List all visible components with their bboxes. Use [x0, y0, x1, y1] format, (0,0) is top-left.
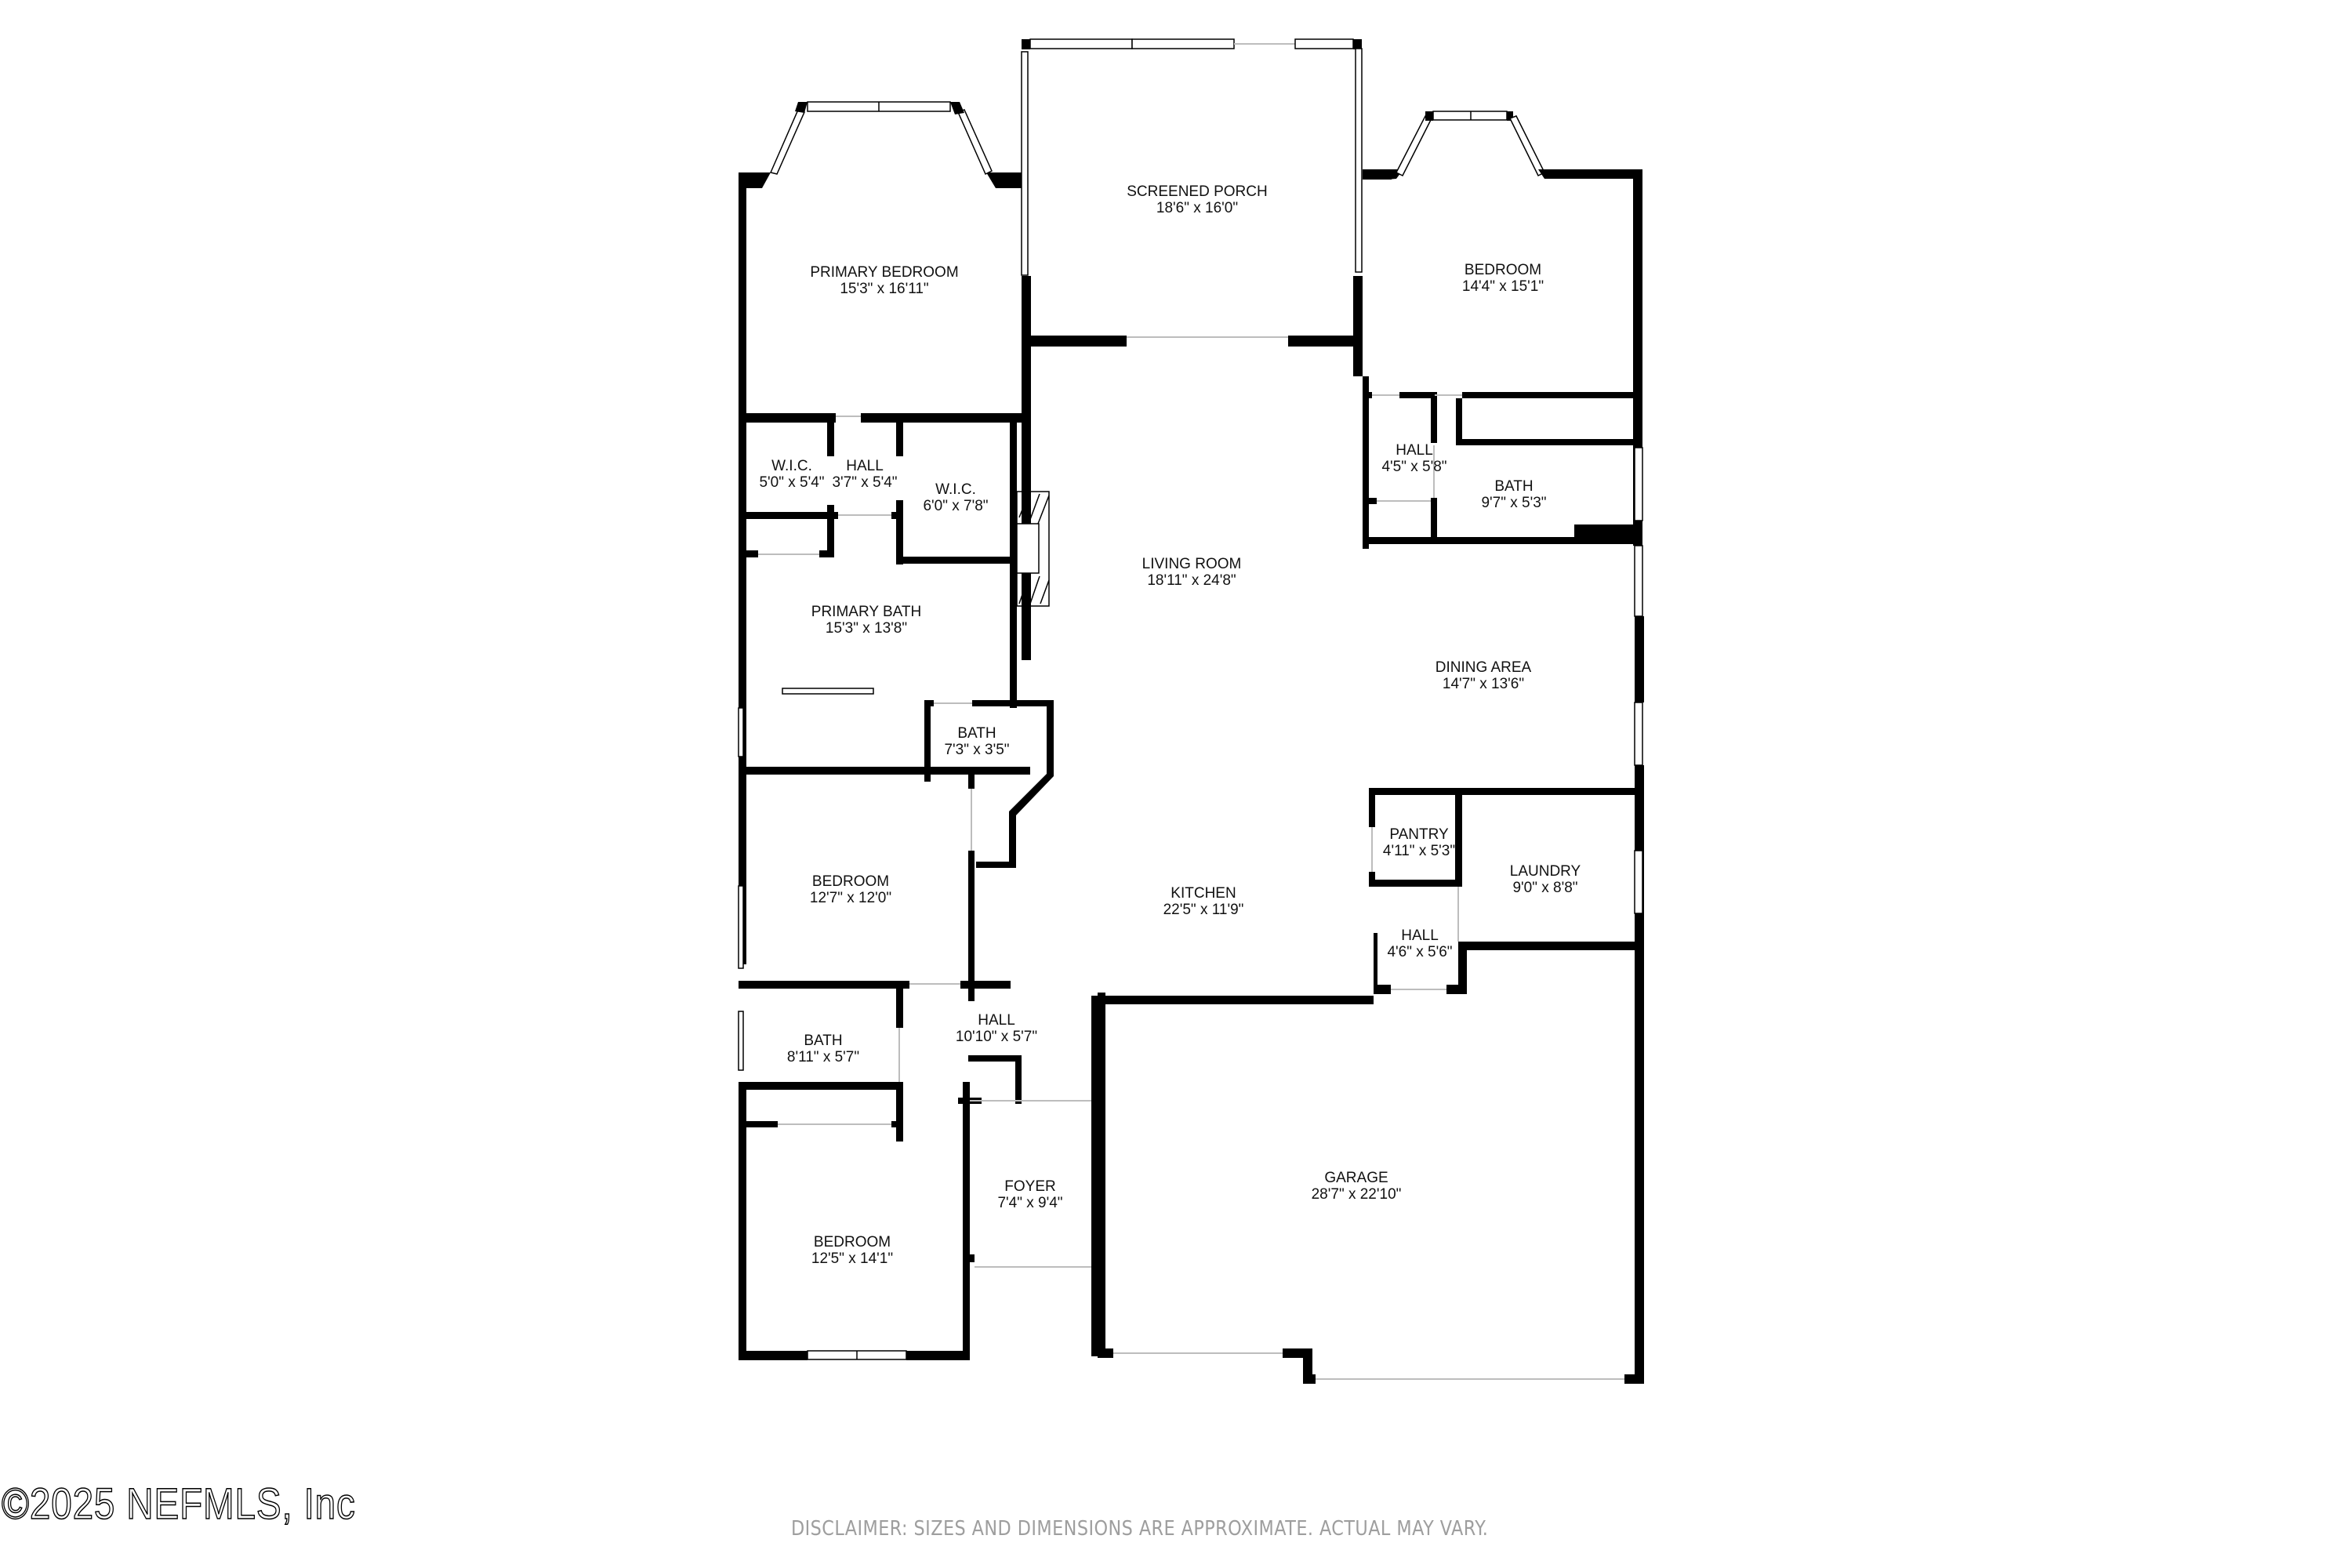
- room-dimensions: 4'5" x 5'8": [1381, 459, 1446, 475]
- room-dimensions: 9'7" x 5'3": [1481, 495, 1546, 511]
- room-name: BEDROOM: [1465, 262, 1541, 278]
- room-name: PRIMARY BEDROOM: [810, 264, 958, 281]
- room-dimensions: 9'0" x 8'8": [1512, 880, 1577, 896]
- room-dimensions: 3'7" x 5'4": [832, 474, 897, 491]
- foyer-hall-walls: [958, 996, 1374, 1356]
- room-dimensions: 18'6" x 16'0": [1156, 200, 1238, 216]
- room-dimensions: 14'4" x 15'1": [1462, 278, 1544, 295]
- room-dimensions: 8'11" x 5'7": [787, 1049, 859, 1065]
- room-name: W.I.C.: [771, 458, 812, 474]
- fireplace: [1016, 491, 1050, 607]
- room-dimensions: 15'3" x 16'11": [840, 281, 928, 297]
- room-dimensions: 5'0" x 5'4": [759, 474, 824, 491]
- dining-walls: [1634, 545, 1644, 1377]
- room-name: SCREENED PORCH: [1127, 183, 1267, 200]
- garage-walls: [1098, 993, 1644, 1384]
- room-name: BEDROOM: [812, 873, 889, 890]
- room-dimensions: 12'7" x 12'0": [810, 890, 891, 906]
- room-name: BEDROOM: [814, 1234, 891, 1250]
- room-name: BATH: [1494, 478, 1533, 495]
- room-dimensions: 7'3" x 3'5": [944, 742, 1009, 758]
- room-name: LAUNDRY: [1510, 863, 1581, 880]
- room-name: DINING AREA: [1436, 659, 1532, 676]
- room-dimensions: 22'5" x 11'9": [1163, 902, 1244, 918]
- room-name: HALL: [978, 1012, 1015, 1029]
- room-dimensions: 7'4" x 9'4": [997, 1195, 1062, 1211]
- room-name: W.I.C.: [935, 481, 976, 498]
- primary-suite-walls: [738, 413, 1050, 775]
- primary-bedroom-walls: [739, 101, 1022, 964]
- ne-hall-bath-walls: [1363, 445, 1643, 544]
- room-dimensions: 10'10" x 5'7": [956, 1029, 1037, 1045]
- room-dimensions: 12'5" x 14'1": [811, 1250, 893, 1267]
- room-dimensions: 14'7" x 13'6": [1443, 676, 1524, 692]
- west-wing-walls: [738, 775, 1011, 1360]
- room-dimensions: 28'7" x 22'10": [1312, 1186, 1402, 1203]
- room-name: HALL: [846, 458, 884, 474]
- room-dimensions: 4'6" x 5'6": [1387, 944, 1452, 960]
- room-dimensions: 18'11" x 24'8": [1147, 572, 1236, 589]
- room-name: FOYER: [1004, 1178, 1055, 1195]
- room-name: PRIMARY BATH: [811, 604, 921, 620]
- room-name: LIVING ROOM: [1142, 556, 1242, 572]
- copyright-watermark: ©2025 NEFMLS, Inc: [1, 1478, 356, 1529]
- room-name: BATH: [804, 1033, 842, 1049]
- room-dimensions: 4'11" x 5'3": [1383, 843, 1455, 859]
- room-label-wic-1: W.I.C.5'0" x 5'4": [759, 458, 824, 491]
- room-name: HALL: [1401, 927, 1439, 944]
- room-label-wic-2: W.I.C.6'0" x 7'8": [923, 481, 988, 514]
- small-bath-walls: [924, 700, 1054, 868]
- room-dimensions: 15'3" x 13'8": [826, 620, 907, 637]
- room-name: GARAGE: [1324, 1170, 1388, 1186]
- screened-porch-walls: [1021, 38, 1363, 660]
- disclaimer-text: DISCLAIMER: SIZES AND DIMENSIONS ARE APP…: [791, 1517, 1489, 1541]
- room-name: KITCHEN: [1171, 885, 1236, 902]
- room-name: HALL: [1396, 442, 1433, 459]
- pantry-laundry-walls: [1369, 788, 1643, 994]
- room-name: PANTRY: [1389, 826, 1449, 843]
- room-dimensions: 6'0" x 7'8": [923, 498, 988, 514]
- room-name: BATH: [957, 725, 996, 742]
